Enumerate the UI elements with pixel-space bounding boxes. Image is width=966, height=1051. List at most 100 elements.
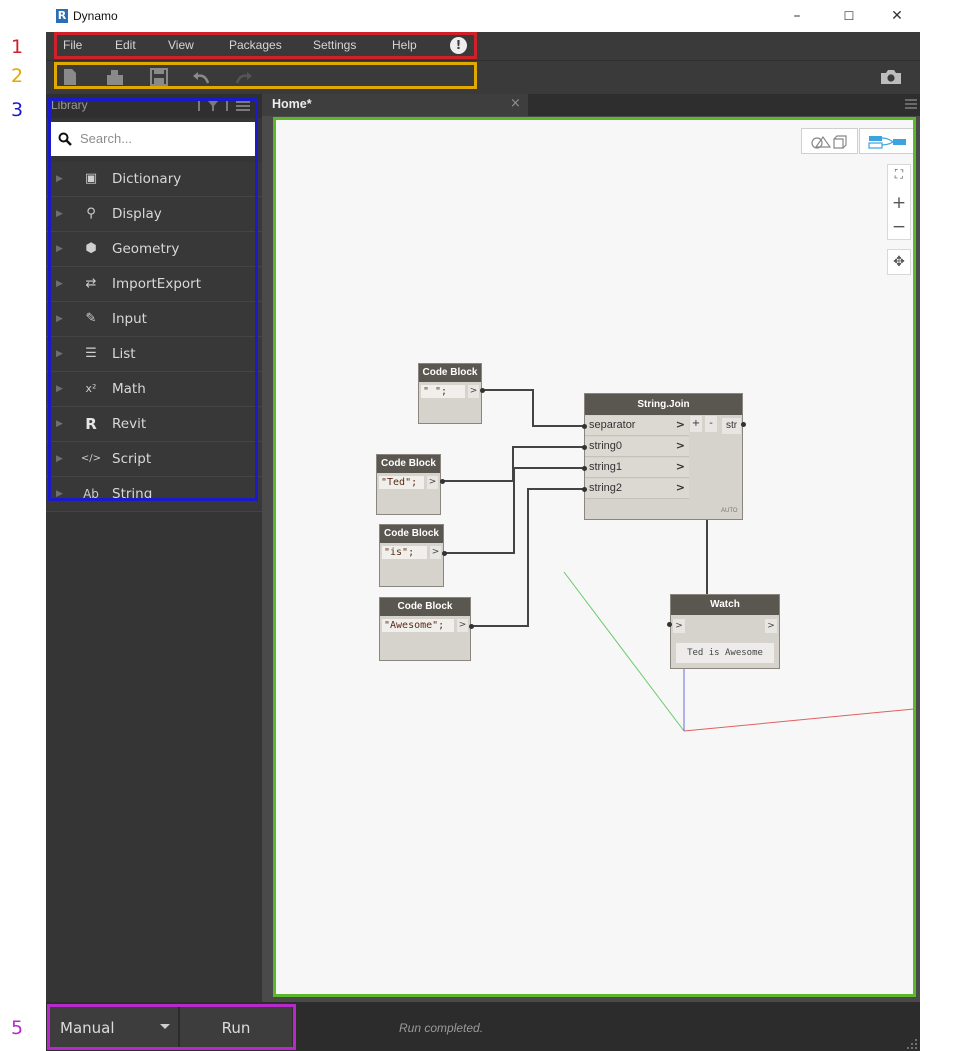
run-button[interactable]: Run bbox=[180, 1007, 292, 1047]
expand-arrow-icon: ▶ bbox=[56, 489, 63, 499]
port-dot bbox=[741, 422, 746, 427]
toolbar bbox=[46, 60, 920, 94]
node-wires bbox=[443, 389, 708, 627]
zoom-fit-button[interactable]: ⛶ bbox=[894, 167, 904, 181]
code-block-node[interactable]: Code Block "Awesome"; > bbox=[379, 597, 471, 661]
cube-icon: ⬢ bbox=[85, 241, 97, 256]
port-dot bbox=[480, 388, 485, 393]
output-port-str[interactable]: str bbox=[722, 418, 741, 434]
undo-icon[interactable] bbox=[192, 68, 210, 86]
code-block-input[interactable]: " "; bbox=[421, 385, 465, 398]
background-3d-axes bbox=[563, 571, 914, 732]
input-port-string0[interactable]: string0 > bbox=[585, 437, 689, 457]
code-block-node[interactable]: Code Block "is"; > bbox=[379, 524, 444, 587]
app-logo-icon: R bbox=[56, 9, 68, 23]
library-category-importexport[interactable]: ▶ ⇄ ImportExport bbox=[46, 267, 262, 302]
menu-edit[interactable]: Edit bbox=[115, 38, 136, 52]
menu-settings[interactable]: Settings bbox=[313, 38, 357, 52]
divider-icon bbox=[226, 101, 228, 111]
list-icon: ☰ bbox=[85, 346, 97, 361]
node-title: Watch bbox=[671, 595, 779, 615]
port-label: string1 bbox=[589, 461, 623, 473]
library-category-script[interactable]: ▶ </> Script bbox=[46, 442, 262, 477]
close-window-button[interactable]: ✕ bbox=[891, 8, 903, 24]
pan-button[interactable]: ✥ bbox=[887, 249, 911, 275]
library-category-geometry[interactable]: ▶ ⬢ Geometry bbox=[46, 232, 262, 267]
input-port-string1[interactable]: string1 > bbox=[585, 458, 689, 478]
tab-menu-icon[interactable] bbox=[905, 99, 917, 109]
expand-arrow-icon: ▶ bbox=[56, 384, 63, 394]
expand-arrow-icon: ▶ bbox=[56, 314, 63, 324]
save-icon[interactable] bbox=[150, 68, 168, 86]
output-port[interactable]: > bbox=[457, 619, 468, 632]
code-block-input[interactable]: "is"; bbox=[382, 546, 427, 559]
library-category-input[interactable]: ▶ ✎ Input bbox=[46, 302, 262, 337]
node-title: Code Block bbox=[377, 455, 440, 473]
wire-string0 bbox=[443, 446, 584, 482]
watch-input-port[interactable]: > bbox=[673, 619, 685, 633]
code-block-node[interactable]: Code Block " "; > bbox=[418, 363, 482, 424]
workspace-canvas[interactable]: ⛶ + − ✥ Code Block " "; > Code Block "Te… bbox=[275, 119, 914, 995]
view-options-icon[interactable] bbox=[236, 101, 250, 111]
library-category-math[interactable]: ▶ x² Math bbox=[46, 372, 262, 407]
port-dot bbox=[469, 624, 474, 629]
library-category-display[interactable]: ▶ ⚲ Display bbox=[46, 197, 262, 232]
menu-file[interactable]: File bbox=[63, 38, 83, 52]
code-block-input[interactable]: "Ted"; bbox=[379, 476, 424, 489]
window-title: Dynamo bbox=[73, 9, 118, 23]
output-port[interactable]: > bbox=[430, 546, 441, 559]
redo-icon[interactable] bbox=[235, 68, 253, 86]
run-button-label: Run bbox=[221, 1019, 251, 1037]
output-port[interactable]: > bbox=[427, 476, 438, 489]
code-block-node[interactable]: Code Block "Ted"; > bbox=[376, 454, 441, 515]
library-category-string[interactable]: ▶ Ab String bbox=[46, 477, 262, 512]
string-join-node[interactable]: String.Join separator > string0 > string… bbox=[584, 393, 743, 520]
library-search-input[interactable]: Search... bbox=[50, 122, 256, 156]
axis-x-line bbox=[683, 708, 914, 732]
port-chevron-icon: > bbox=[675, 481, 685, 494]
input-port-string2[interactable]: string2 > bbox=[585, 479, 689, 499]
output-port[interactable]: > bbox=[468, 385, 479, 398]
annotation-1: 1 bbox=[11, 36, 24, 58]
filter-icon[interactable] bbox=[208, 101, 218, 111]
divider-icon bbox=[198, 101, 200, 111]
wire-string2 bbox=[472, 488, 584, 627]
zoom-out-button[interactable]: − bbox=[891, 217, 907, 237]
graph-view-icon bbox=[868, 136, 906, 149]
watch-node[interactable]: Watch > > Ted is Awesome bbox=[670, 594, 780, 669]
minimize-button[interactable]: – bbox=[793, 8, 801, 24]
tab-close-icon[interactable]: × bbox=[510, 96, 521, 111]
library-category-dictionary[interactable]: ▶ ▣ Dictionary bbox=[46, 162, 262, 197]
add-input-button[interactable]: + bbox=[690, 416, 702, 432]
menu-view[interactable]: View bbox=[168, 38, 194, 52]
math-icon: x² bbox=[85, 382, 97, 395]
zoom-in-button[interactable]: + bbox=[891, 193, 907, 213]
library-category-label: Math bbox=[112, 381, 146, 397]
notification-alert-icon[interactable]: ! bbox=[450, 37, 467, 54]
library-category-revit[interactable]: ▶ R Revit bbox=[46, 407, 262, 442]
library-category-list[interactable]: ▶ ☰ List bbox=[46, 337, 262, 372]
library-category-label: Dictionary bbox=[112, 171, 182, 187]
library-header: Library bbox=[46, 94, 262, 118]
code-block-input[interactable]: "Awesome"; bbox=[382, 619, 454, 632]
input-port-separator[interactable]: separator > bbox=[585, 416, 689, 436]
remove-input-button[interactable]: - bbox=[705, 416, 717, 432]
menu-bar: File Edit View Packages Settings Help ! bbox=[46, 32, 920, 60]
maximize-button[interactable]: ☐ bbox=[843, 9, 855, 23]
geometry-view-toggle[interactable] bbox=[801, 128, 858, 154]
node-title: String.Join bbox=[585, 394, 742, 415]
camera-icon[interactable] bbox=[880, 68, 902, 86]
tab-home[interactable]: Home* × bbox=[262, 94, 528, 116]
magnifier-icon: ⚲ bbox=[86, 206, 96, 221]
wire-separator bbox=[482, 389, 584, 427]
resize-grip-icon[interactable] bbox=[906, 1038, 918, 1050]
open-file-icon[interactable] bbox=[106, 68, 124, 86]
watch-output-port[interactable]: > bbox=[765, 619, 777, 633]
menu-help[interactable]: Help bbox=[392, 38, 417, 52]
menu-packages[interactable]: Packages bbox=[229, 38, 282, 52]
library-panel: Library Search... ▶ ▣ Dictionary ▶ ⚲ Dis… bbox=[46, 94, 262, 1002]
import-export-icon: ⇄ bbox=[85, 276, 97, 291]
run-mode-select[interactable]: Manual bbox=[50, 1007, 178, 1047]
new-file-icon[interactable] bbox=[61, 68, 79, 86]
graph-view-toggle[interactable] bbox=[859, 128, 914, 154]
